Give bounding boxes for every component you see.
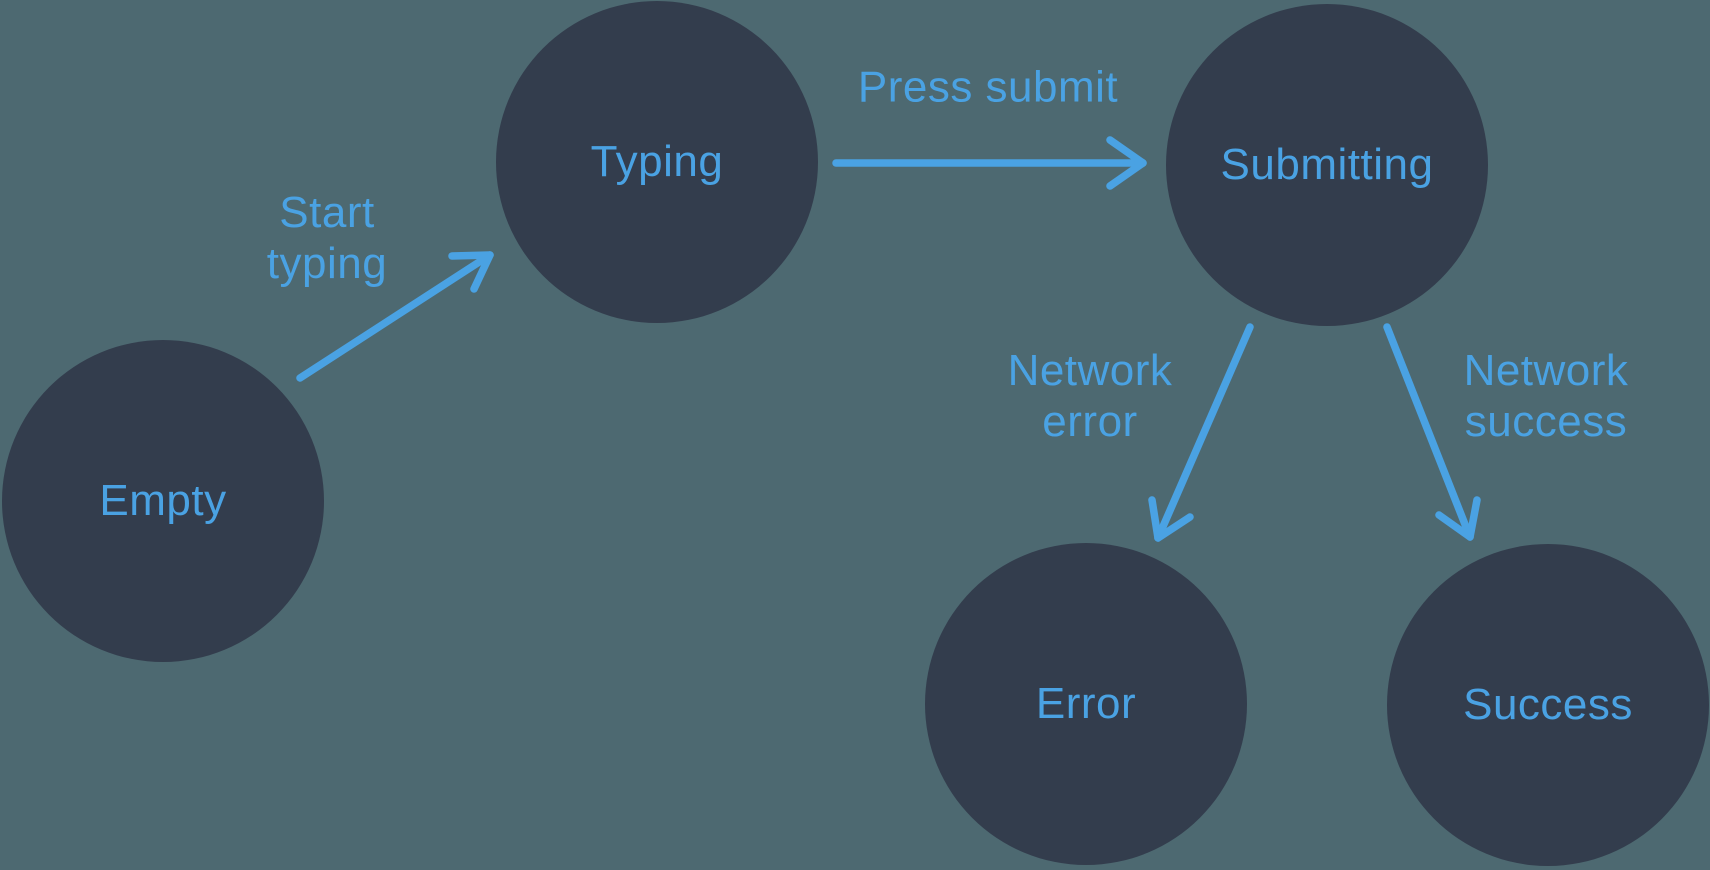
label-line: Press submit: [857, 62, 1119, 112]
state-node-error: Error: [925, 543, 1247, 865]
state-label-error: Error: [1035, 679, 1137, 728]
label-line: Network: [1463, 346, 1629, 395]
label-line: success: [1464, 397, 1628, 446]
state-label-success: Success: [1463, 680, 1633, 729]
arrow-shaft: [1383, 323, 1474, 541]
arrow-shaft: [296, 251, 494, 382]
state-label-empty: Empty: [99, 476, 227, 525]
label-line: Start: [279, 188, 375, 237]
arrow-network-success: [1383, 323, 1481, 541]
transition-label-start-typing: Start typing: [267, 187, 387, 289]
state-label-typing: Typing: [590, 137, 724, 186]
transition-label-network-success: Network success: [1464, 345, 1629, 447]
arrowhead-icon: [448, 251, 494, 293]
arrow-shaft: [1154, 323, 1254, 542]
arrow-start-typing: [296, 251, 494, 382]
state-node-submitting: Submitting: [1166, 4, 1488, 326]
arrowhead-icon: [1435, 496, 1481, 541]
state-node-typing: Typing: [496, 1, 818, 323]
transition-label-press-submit: Press submit: [858, 62, 1118, 113]
transition-label-network-error: Network error: [1008, 345, 1173, 447]
state-label-submitting: Submitting: [1220, 140, 1434, 189]
arrowhead-icon: [1148, 496, 1194, 542]
arrow-press-submit: [832, 136, 1147, 190]
label-line: typing: [266, 239, 388, 288]
arrowhead-icon: [1106, 136, 1147, 190]
state-node-success: Success: [1387, 544, 1709, 866]
state-node-empty: Empty: [2, 340, 324, 662]
label-line: error: [1042, 397, 1138, 446]
label-line: Network: [1007, 346, 1173, 395]
arrow-network-error: [1148, 323, 1254, 542]
